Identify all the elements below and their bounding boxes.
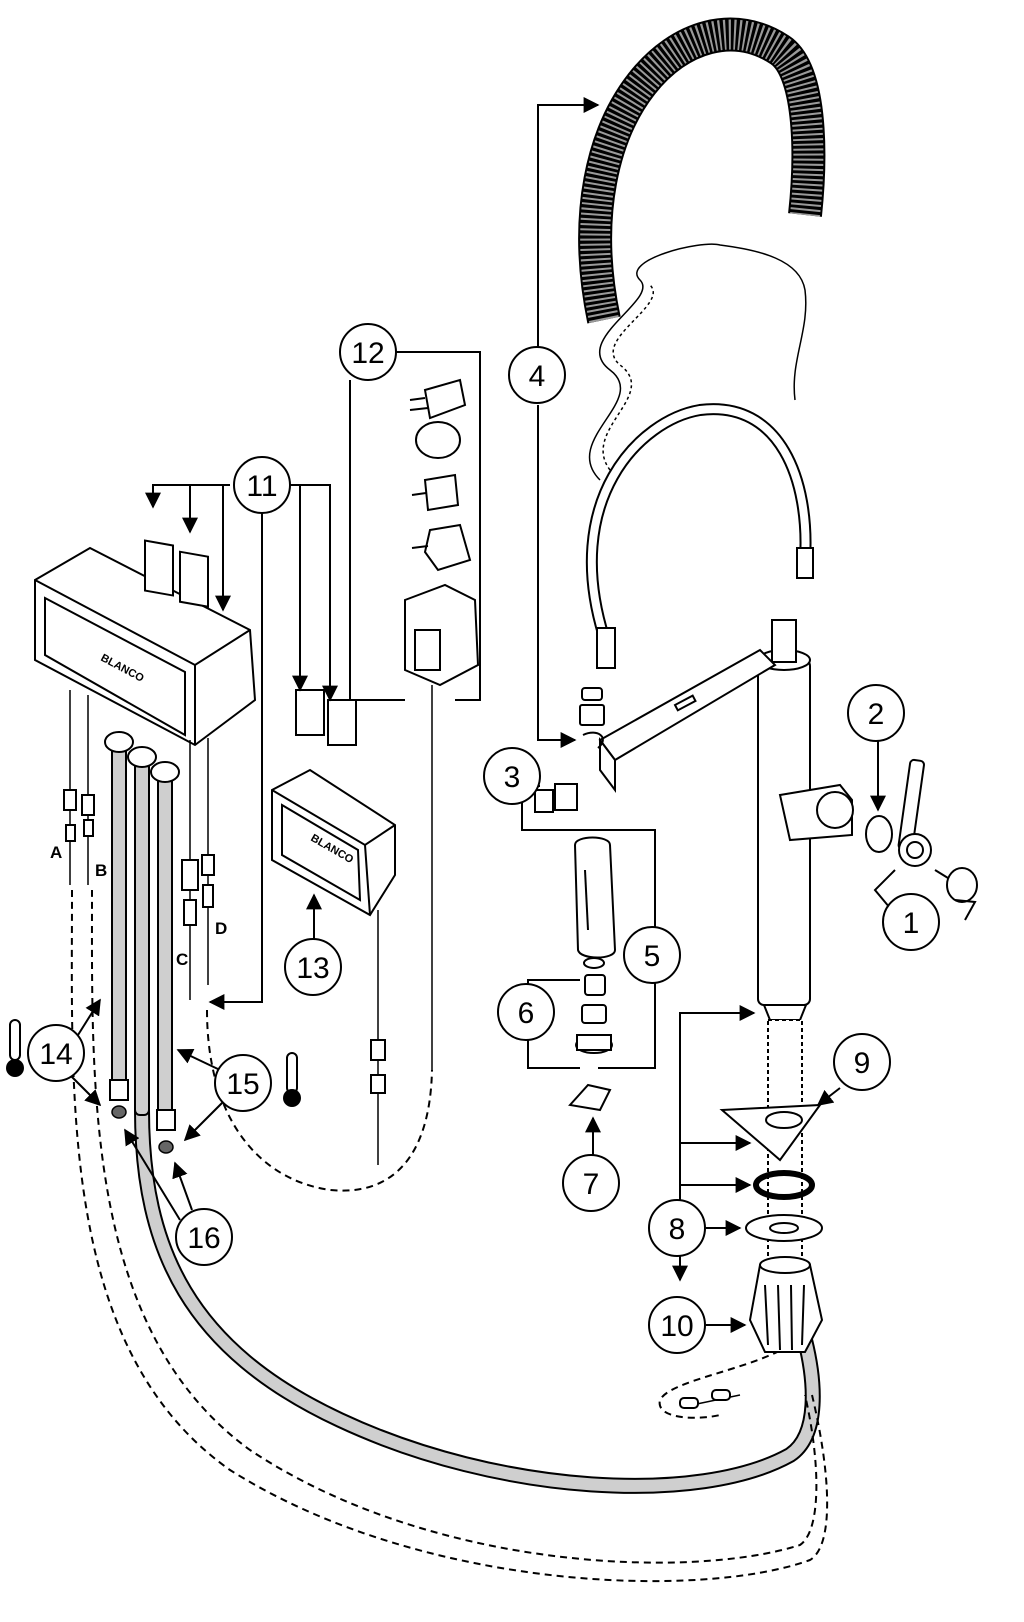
adhesive-pads bbox=[144, 539, 357, 746]
callout-9-label: 9 bbox=[854, 1047, 871, 1080]
callout-4-label: 4 bbox=[529, 360, 546, 393]
control-box-large: BLANCO bbox=[34, 546, 257, 747]
connector-label-d: D bbox=[215, 919, 227, 938]
callout-1-label: 1 bbox=[903, 907, 920, 940]
callout-8: 8 bbox=[648, 1199, 706, 1257]
callout-7-label: 7 bbox=[583, 1168, 600, 1201]
callout-10: 10 bbox=[648, 1296, 706, 1354]
control-box-small: BLANCO bbox=[271, 768, 396, 1165]
callout-5-label: 5 bbox=[644, 940, 661, 973]
callout-4: 4 bbox=[508, 346, 566, 404]
callout-8-label: 8 bbox=[669, 1213, 686, 1246]
callout-14: 14 bbox=[27, 1024, 85, 1082]
lever-handle bbox=[865, 758, 978, 903]
callout-2: 2 bbox=[847, 684, 905, 742]
connector-label-a: A bbox=[50, 843, 62, 862]
pullout-hose bbox=[585, 403, 814, 669]
callout-11-label: 11 bbox=[246, 470, 277, 503]
connector-label-c: C bbox=[176, 950, 188, 969]
callout-1: 1 bbox=[882, 893, 940, 951]
callout-13: 13 bbox=[284, 938, 342, 996]
callout-13-label: 13 bbox=[296, 952, 329, 985]
callout-6-label: 6 bbox=[518, 997, 535, 1030]
callout-3: 3 bbox=[483, 747, 541, 805]
callout-6: 6 bbox=[497, 983, 555, 1041]
mounting-hardware bbox=[679, 1103, 824, 1409]
connector-label-b: B bbox=[95, 861, 107, 880]
supply-hoses bbox=[104, 731, 180, 1154]
callout-10-label: 10 bbox=[660, 1310, 693, 1343]
callout-12-label: 12 bbox=[351, 337, 384, 370]
callout-16-label: 16 bbox=[187, 1222, 220, 1255]
callout-12: 12 bbox=[339, 323, 397, 381]
callout-15-label: 15 bbox=[226, 1068, 259, 1101]
spout-hose-corrugated bbox=[578, 17, 826, 324]
power-adapter-plugs bbox=[404, 378, 480, 1070]
supply-hose-long bbox=[134, 1109, 821, 1494]
callout-16: 16 bbox=[175, 1208, 233, 1266]
callout-2-label: 2 bbox=[868, 698, 885, 731]
callout-15: 15 bbox=[214, 1054, 272, 1112]
spring-coil bbox=[588, 243, 807, 481]
callout-9: 9 bbox=[833, 1033, 891, 1091]
callout-7: 7 bbox=[562, 1154, 620, 1212]
temperature-icons bbox=[6, 1019, 301, 1107]
callout-5: 5 bbox=[623, 926, 681, 984]
faucet-body bbox=[598, 619, 854, 1266]
callout-14-label: 14 bbox=[39, 1038, 72, 1071]
callout-11: 11 bbox=[233, 456, 291, 514]
cartridge-parts bbox=[534, 687, 617, 1112]
cable-connectors bbox=[63, 690, 215, 1000]
callout-3-label: 3 bbox=[504, 761, 521, 794]
